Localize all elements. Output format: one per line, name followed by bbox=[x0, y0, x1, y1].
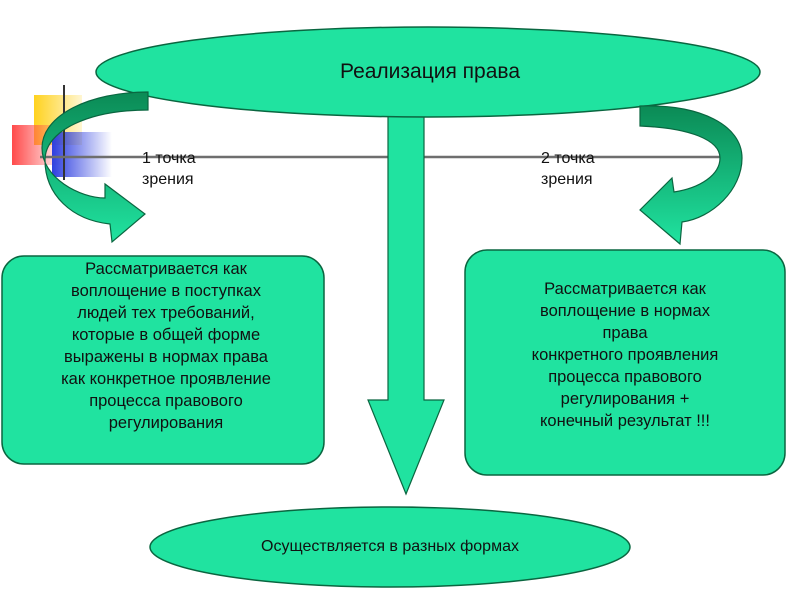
bottom-label: Осуществляется в разных формах bbox=[261, 538, 519, 555]
second-viewpoint-label: 2 точка зрения bbox=[541, 150, 595, 188]
first-viewpoint-label: 1 точка зрения bbox=[142, 150, 196, 188]
right-box-text: Рассматривается как воплощение в нормах … bbox=[531, 280, 719, 430]
diagram-title: Реализация права bbox=[339, 60, 521, 83]
left-box bbox=[1, 255, 325, 465]
bottom-ellipse bbox=[149, 506, 631, 588]
blue-square bbox=[52, 132, 112, 177]
right-curved-arrow bbox=[639, 105, 743, 246]
central-down-arrow bbox=[367, 109, 445, 496]
left-curved-arrow bbox=[41, 91, 149, 244]
left-box-text: Рассматривается как воплощение в поступк… bbox=[61, 260, 271, 432]
right-box bbox=[464, 249, 786, 476]
top-ellipse bbox=[95, 26, 761, 118]
